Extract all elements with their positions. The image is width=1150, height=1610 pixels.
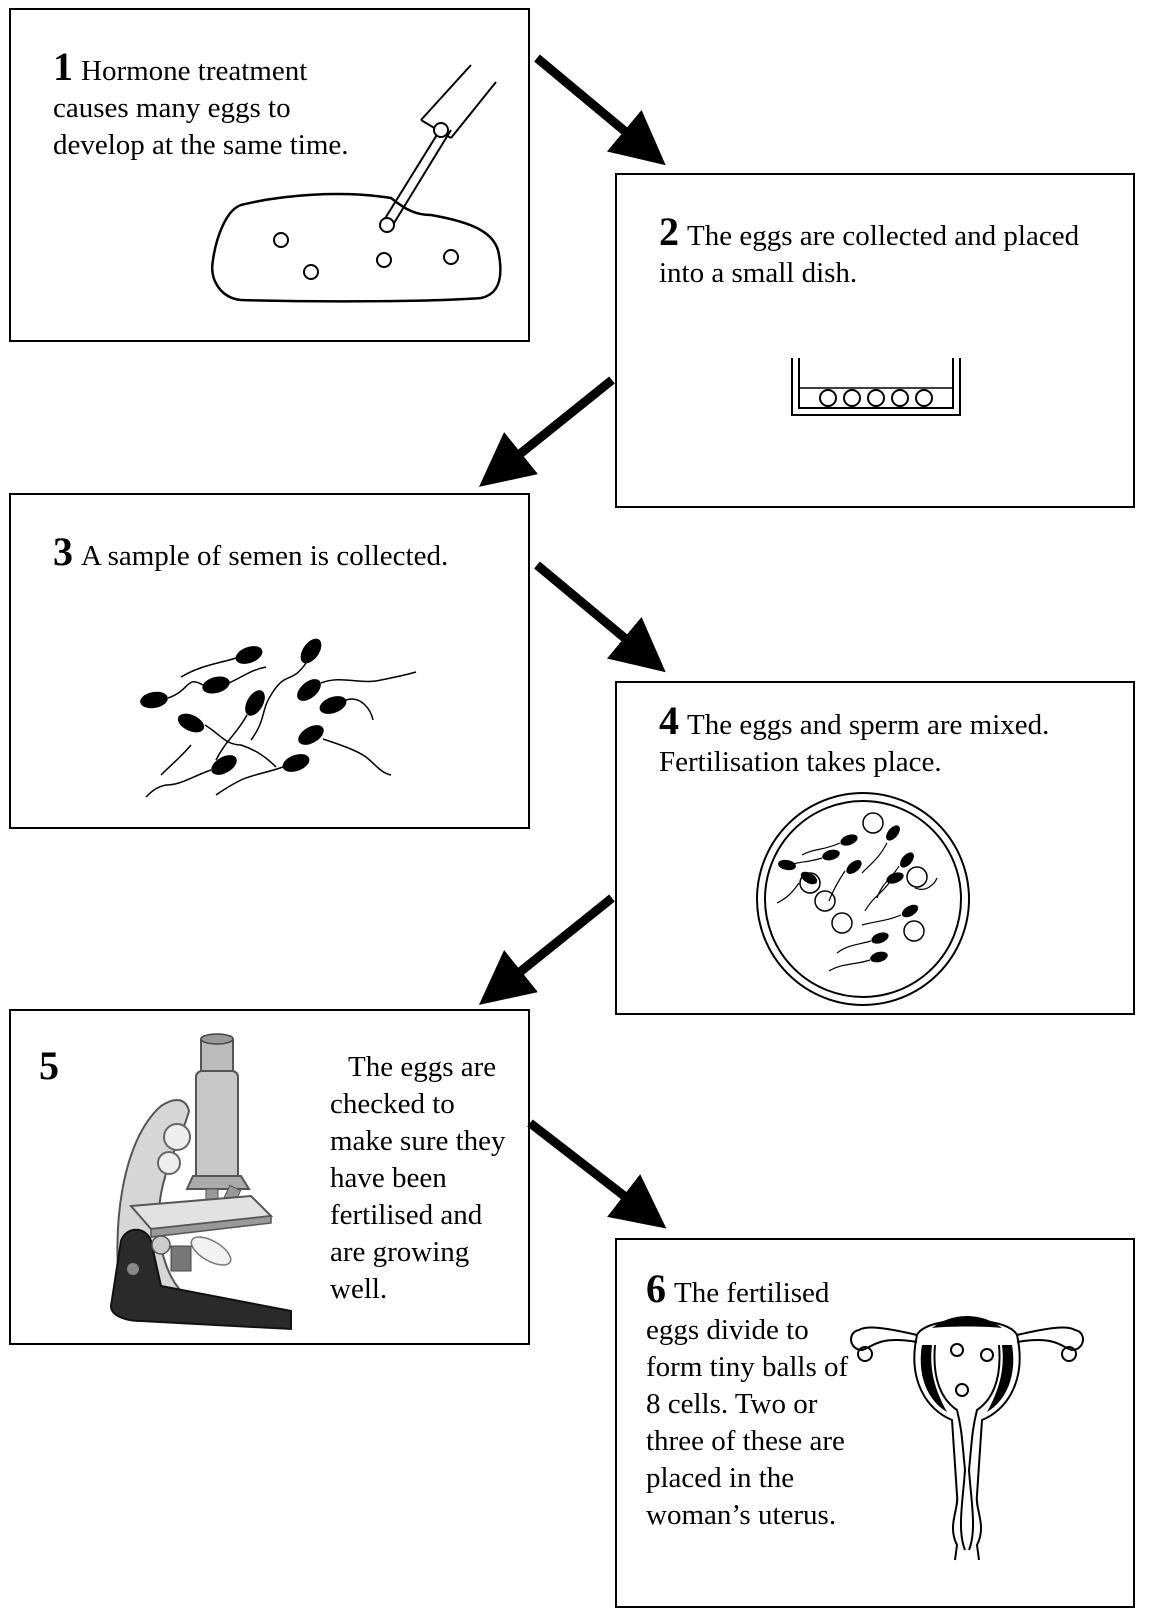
step-2-number: 2 (659, 209, 679, 254)
uterus-illustration (850, 1316, 1084, 1561)
step-6-description: The fertilised eggs divide to form tiny … (646, 1277, 849, 1531)
step-3-description: A sample of semen is collected. (81, 540, 449, 572)
step-1-description: Hormone treatment causes many eggs to de… (53, 55, 349, 161)
arrow-4-to-5 (478, 894, 615, 1005)
step-6-number: 6 (646, 1266, 666, 1311)
microscope-illustration (109, 1033, 292, 1331)
step-2-description: The eggs are collected and placed into a… (659, 220, 1080, 289)
arrow-3-to-4 (534, 561, 666, 673)
step-5-description: The eggs are checked to make sure they h… (330, 1051, 506, 1305)
step-4-description: The eggs and sperm are mixed. Fertilisat… (659, 709, 1050, 778)
step-1-number: 1 (53, 44, 73, 89)
arrow-2-to-3 (478, 376, 615, 487)
step-4-number: 4 (659, 698, 679, 743)
step-5-number: 5 (39, 1043, 59, 1088)
arrow-1-to-2 (534, 54, 666, 166)
petri-dish-illustration (756, 792, 970, 1006)
sperm-illustration (140, 638, 417, 798)
step-3-number: 3 (53, 529, 73, 574)
arrow-5-to-6 (527, 1119, 667, 1229)
step-5-box: 5 The eggs are checked to make sure they… (9, 1009, 530, 1345)
needle-ovary-illustration (210, 64, 502, 303)
step-5-text: The eggs are checked to make sure they h… (330, 1049, 520, 1308)
dish-illustration (791, 358, 961, 416)
step-5-number-wrap: 5 (39, 1046, 67, 1089)
